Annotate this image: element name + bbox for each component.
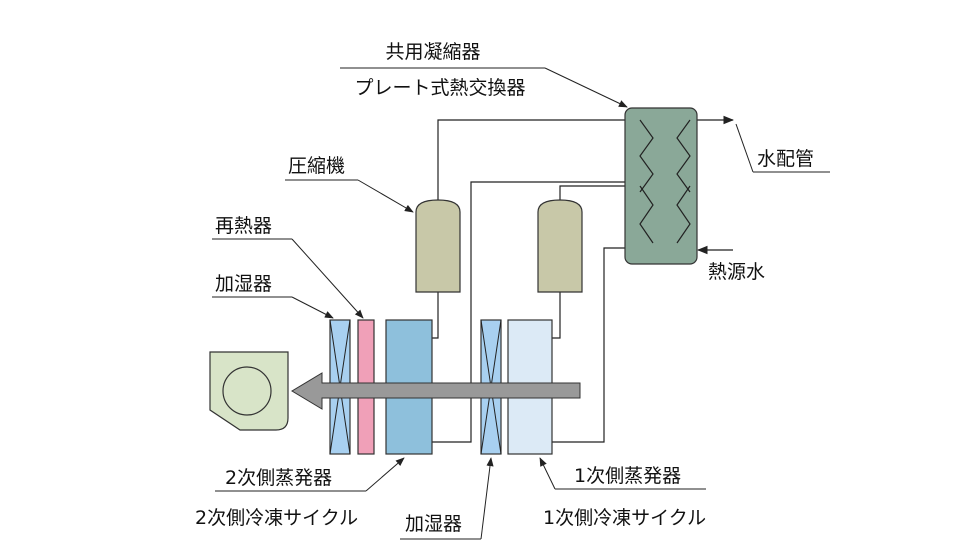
pipe-condenser-to-evaporator2 bbox=[432, 181, 625, 443]
fan-rotor bbox=[222, 366, 272, 416]
label-plate-heat-exchanger: プレート式熱交換器 bbox=[354, 77, 525, 99]
plate-heat-exchanger bbox=[624, 107, 698, 265]
hx-coil bbox=[639, 119, 654, 193]
label-water-piping: 水配管 bbox=[757, 148, 814, 170]
label-evaporator-1: 1次側蒸発器 bbox=[574, 465, 681, 487]
label-cycle-2: 2次側冷凍サイクル bbox=[195, 507, 358, 529]
hx-coil bbox=[676, 185, 691, 244]
hx-coil bbox=[639, 185, 654, 244]
pipe-evaporator1-to-compressor1 bbox=[552, 292, 561, 339]
compressor-1 bbox=[537, 199, 583, 293]
label-humidifier-top: 加湿器 bbox=[215, 273, 272, 295]
compressor-2 bbox=[415, 199, 461, 293]
label-heat-source-water: 熱源水 bbox=[708, 261, 765, 283]
label-shared-condenser: 共用凝縮器 bbox=[385, 41, 480, 63]
pipe-evaporator2-to-compressor2 bbox=[432, 292, 439, 339]
pipe-compressor1-to-condenser bbox=[559, 185, 625, 200]
label-compressor: 圧縮機 bbox=[288, 155, 345, 177]
label-evaporator-2: 2次側蒸発器 bbox=[225, 467, 332, 489]
label-cycle-1: 1次側冷凍サイクル bbox=[543, 507, 706, 529]
label-humidifier-bottom: 加湿器 bbox=[405, 513, 462, 535]
hx-coil bbox=[676, 119, 691, 193]
pipe-compressor2-to-condenser bbox=[437, 119, 625, 200]
label-reheater: 再熱器 bbox=[215, 215, 272, 237]
airflow-arrow bbox=[291, 372, 581, 410]
